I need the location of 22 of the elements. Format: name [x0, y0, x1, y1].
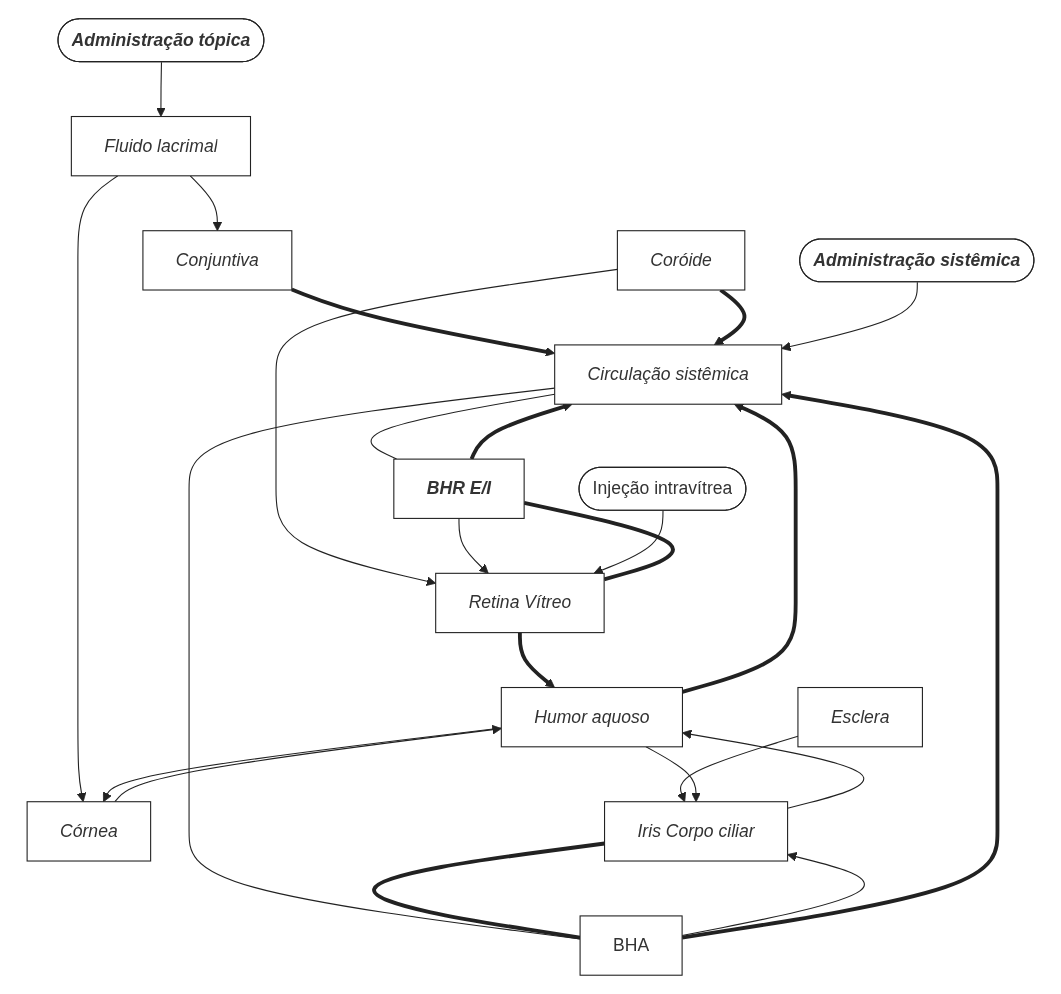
arrow	[458, 517, 489, 574]
node-box: Iris Corpo ciliar	[604, 801, 789, 862]
arrow	[275, 268, 618, 586]
node-box: Fluido lacrimal	[70, 115, 252, 177]
arrow	[156, 61, 166, 117]
node-box: Circulação sistêmica	[554, 344, 783, 405]
node-box: BHR E/I	[393, 458, 525, 519]
arrow	[593, 510, 664, 575]
node-box: Conjuntiva	[142, 230, 293, 291]
node-box: Humor aquoso	[500, 686, 683, 748]
arrow	[645, 746, 701, 803]
connector	[372, 841, 605, 940]
arrow	[189, 175, 223, 232]
arrow	[781, 281, 918, 352]
node-box: Córnea	[26, 801, 152, 862]
node-box: Coróide	[616, 230, 746, 291]
node-box: BHA	[579, 915, 683, 976]
node-box: Esclera	[797, 686, 923, 748]
node-box: Retina Vítreo	[435, 572, 605, 634]
arrow	[76, 175, 119, 803]
arrow	[518, 632, 555, 688]
arrow	[682, 729, 865, 809]
